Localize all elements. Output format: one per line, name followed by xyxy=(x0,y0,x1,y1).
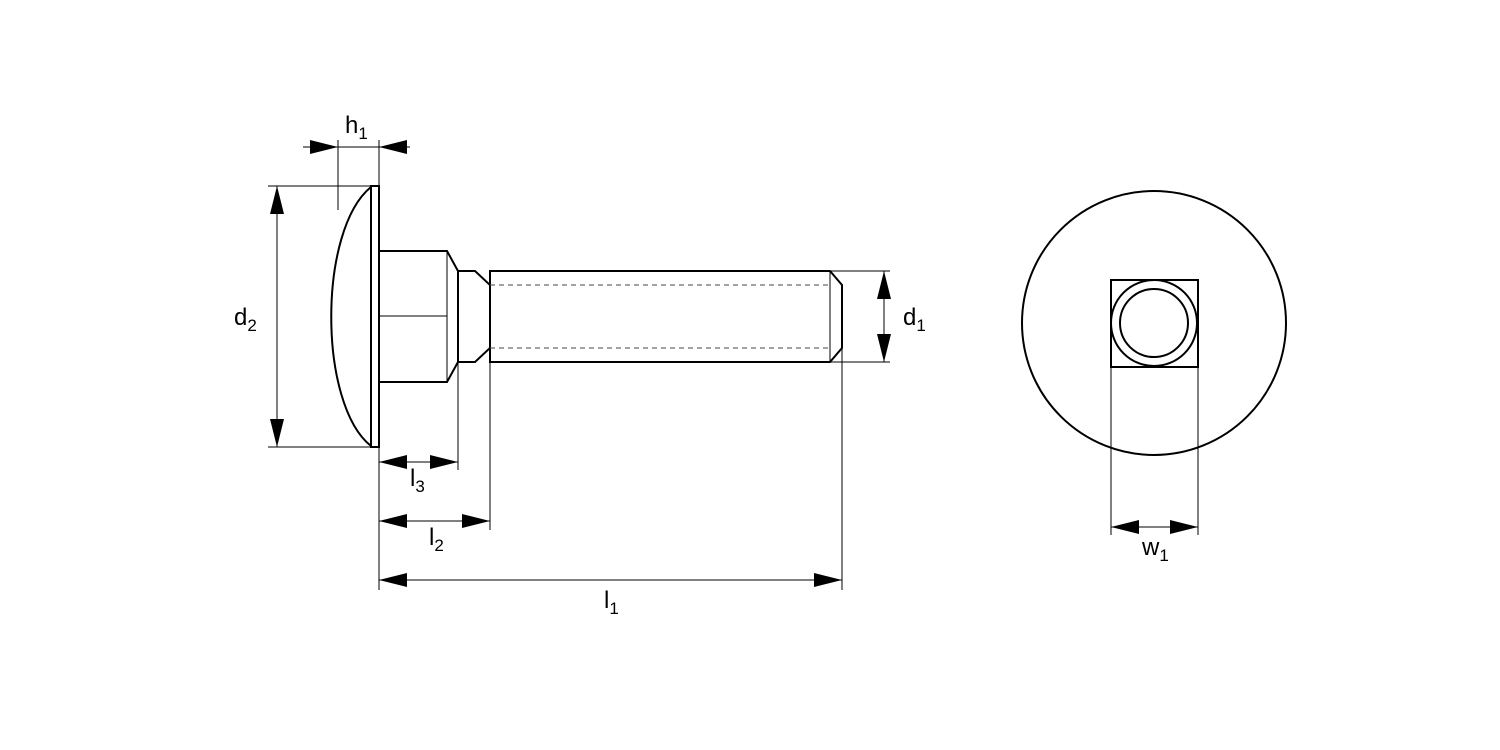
bolt-head-dome xyxy=(330,184,372,449)
arrowhead xyxy=(379,455,407,469)
bolt-head-flange xyxy=(370,185,380,448)
arrowhead xyxy=(270,186,284,214)
dimension-l1: l1 xyxy=(379,573,842,618)
label-l1: l1 xyxy=(604,587,619,618)
bolt-end-view xyxy=(1021,190,1287,456)
dimension-l3: l3 xyxy=(379,455,458,496)
shank-inner-circle xyxy=(1119,288,1189,358)
extension-lines xyxy=(268,140,890,590)
label-d1: d1 xyxy=(903,304,926,335)
dimension-d1: d1 xyxy=(877,271,926,362)
label-l3: l3 xyxy=(410,465,425,496)
label-l2: l2 xyxy=(429,524,444,555)
shank-outer-circle xyxy=(1110,279,1198,367)
arrowhead xyxy=(379,140,407,154)
arrowhead xyxy=(270,419,284,447)
label-d2: d2 xyxy=(234,304,257,335)
bolt-shank xyxy=(457,270,491,363)
arrowhead xyxy=(379,514,407,528)
arrowhead xyxy=(379,573,407,587)
arrowhead xyxy=(877,334,891,362)
bolt-side-view xyxy=(330,184,843,449)
dimension-d2: d2 xyxy=(234,186,284,447)
dimension-l2: l2 xyxy=(379,514,490,555)
arrowhead xyxy=(430,455,458,469)
dimension-h1: h1 xyxy=(303,112,410,154)
arrowhead xyxy=(877,271,891,299)
arrowhead xyxy=(310,140,338,154)
arrowhead xyxy=(814,573,842,587)
label-w1: w1 xyxy=(1141,534,1169,565)
label-h1: h1 xyxy=(345,112,368,143)
arrowhead xyxy=(1170,520,1198,534)
arrowhead xyxy=(1111,520,1139,534)
dimension-w1: w1 xyxy=(1110,367,1199,565)
arrowhead xyxy=(462,514,490,528)
